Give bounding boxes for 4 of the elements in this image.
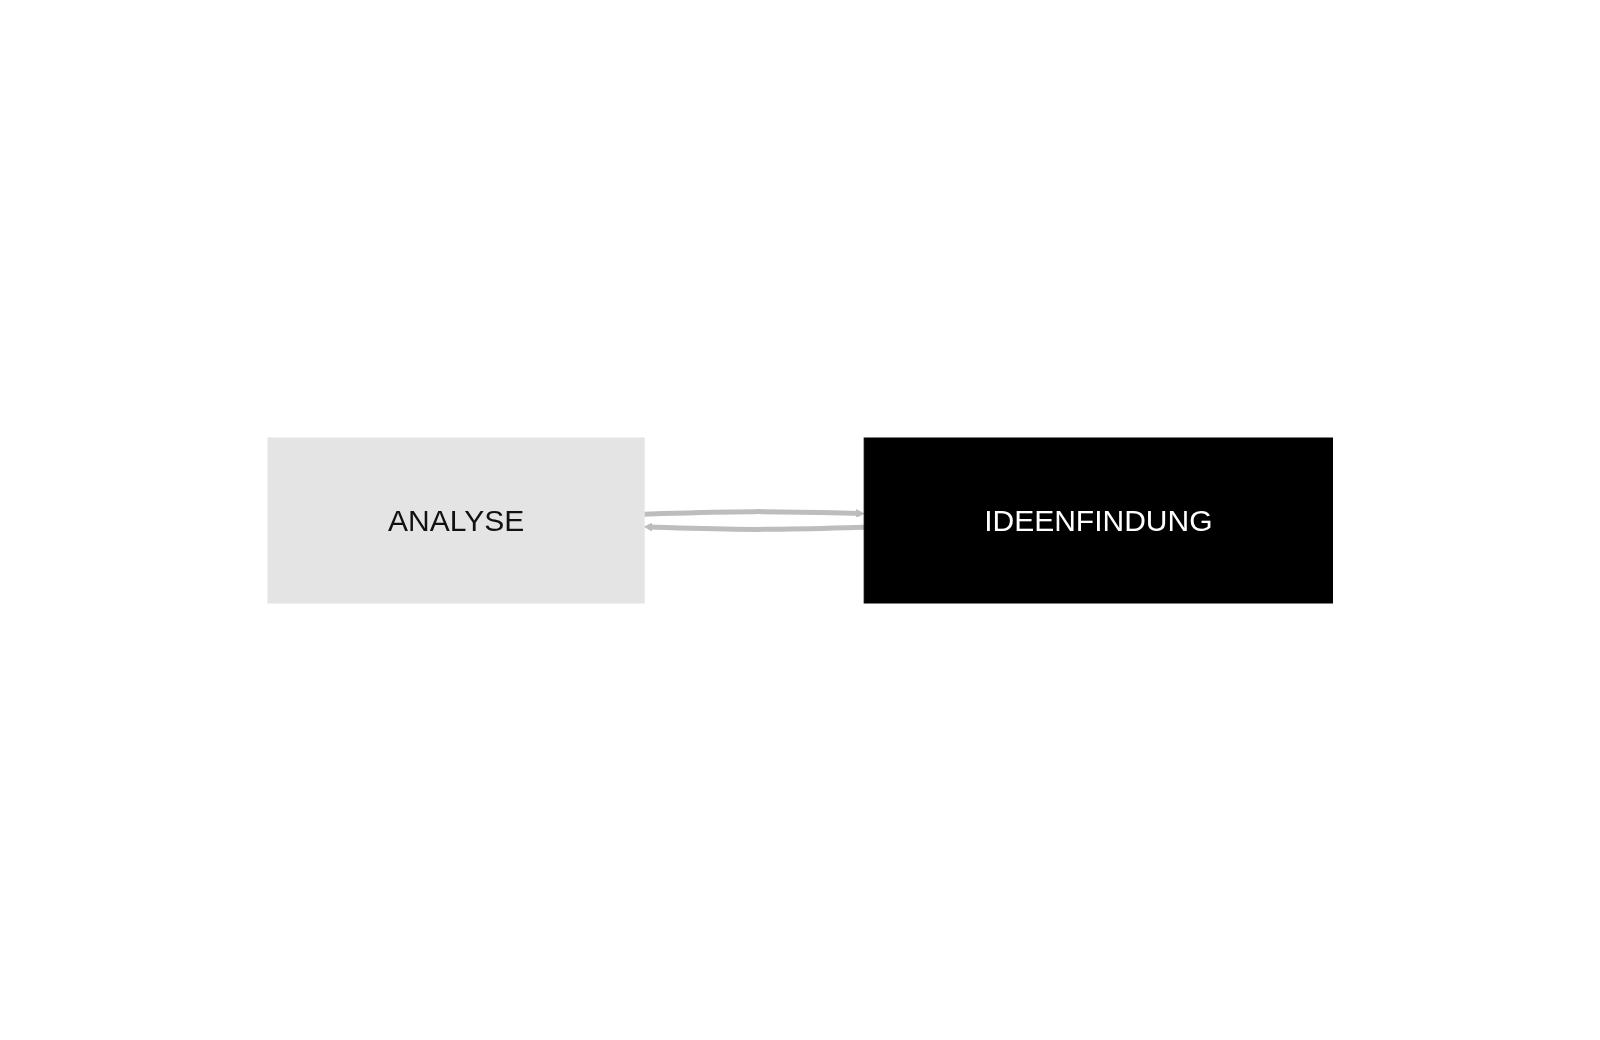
arrow [643, 508, 865, 518]
node-box: IDEENFINDUNG [863, 437, 1333, 603]
arrow [643, 522, 864, 532]
node-box: ANALYSE [267, 437, 645, 603]
